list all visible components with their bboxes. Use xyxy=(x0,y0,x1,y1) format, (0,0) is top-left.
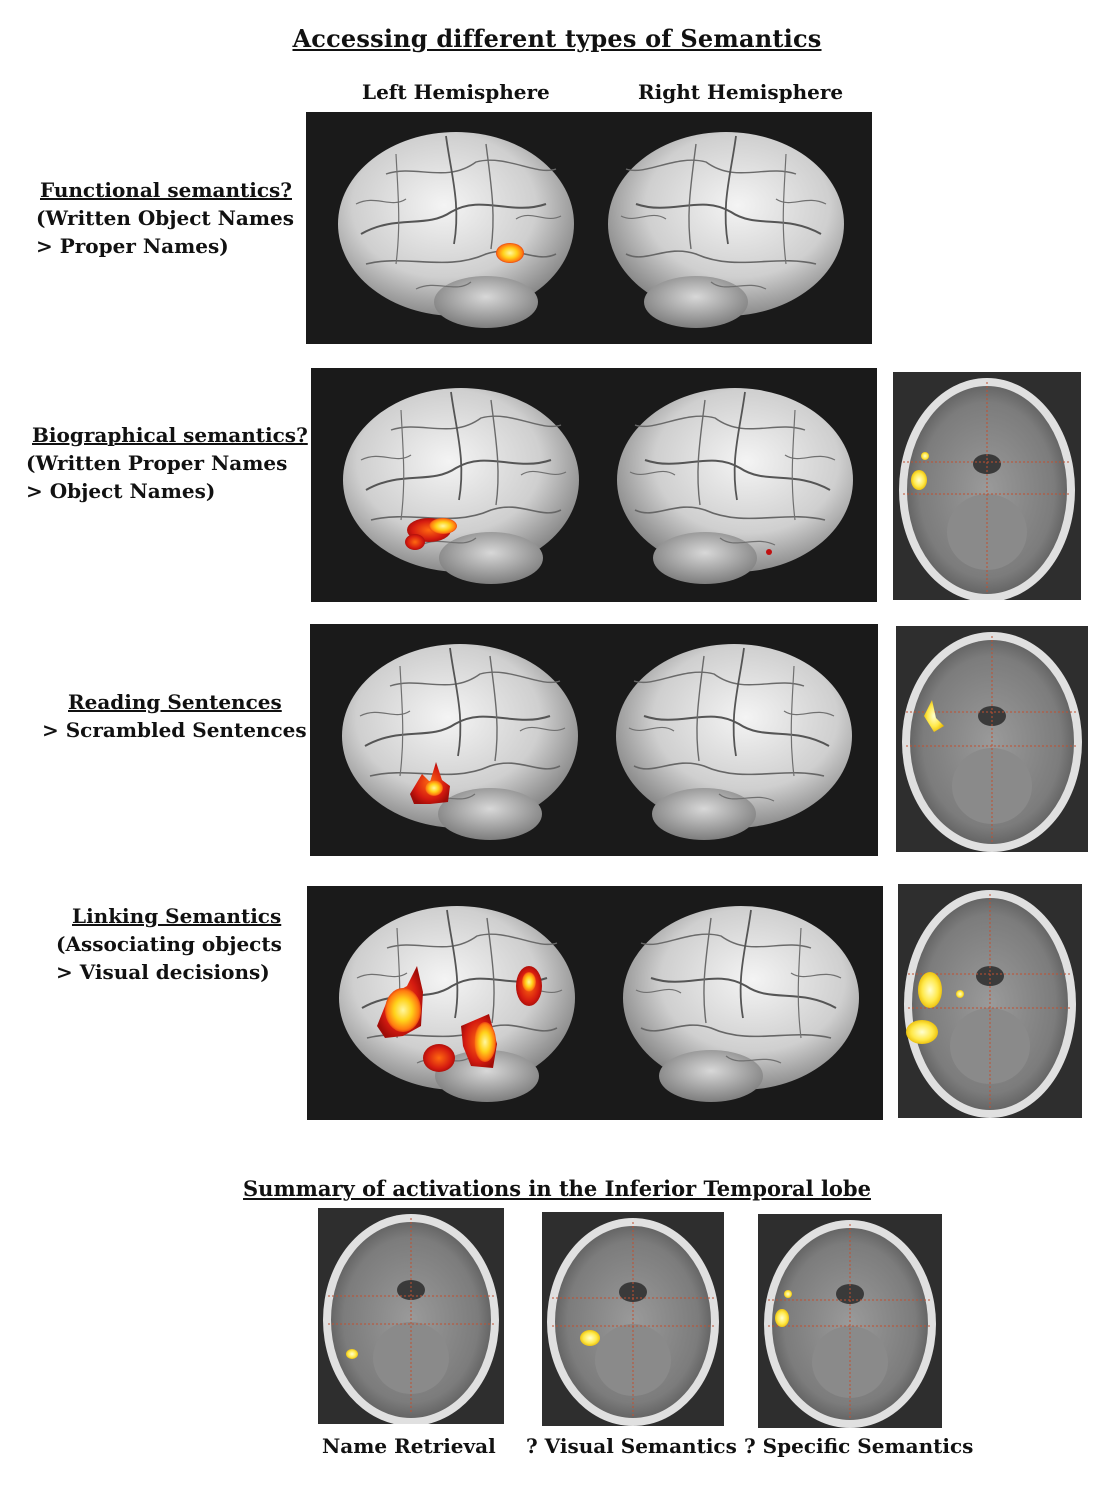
activation-blob xyxy=(784,1290,792,1298)
axial-slice-biographical xyxy=(893,372,1081,600)
activation-blob xyxy=(775,1309,789,1327)
activation-blob xyxy=(906,1020,938,1044)
left-hemisphere-label: Left Hemisphere xyxy=(362,80,550,104)
summary-slice-specific-semantics xyxy=(758,1214,942,1428)
activation-blob xyxy=(924,700,944,732)
row-line: > Scrambled Sentences xyxy=(42,718,307,742)
activation-blob xyxy=(474,1022,496,1062)
activation-blob xyxy=(423,1044,455,1072)
brain-panel-linking xyxy=(307,886,883,1120)
row-label-reading: Reading Sentences > Scrambled Sentences xyxy=(42,688,307,744)
caption-specific-semantics: ? Specific Semantics xyxy=(744,1434,974,1458)
brain-panel-functional xyxy=(306,112,872,344)
row-label-functional: Functional semantics? (Written Object Na… xyxy=(36,176,294,260)
right-hemisphere-label: Right Hemisphere xyxy=(638,80,844,104)
row-line: (Written Object Names xyxy=(36,206,294,230)
summary-title: Summary of activations in the Inferior T… xyxy=(243,1176,871,1201)
row-line: > Proper Names) xyxy=(36,234,229,258)
activation-blob xyxy=(522,972,536,992)
activation-blob xyxy=(911,470,927,490)
activation-blob xyxy=(425,780,443,796)
brain-panel-biographical xyxy=(311,368,877,602)
activation-blob xyxy=(921,452,929,460)
activation-blob xyxy=(346,1349,358,1359)
row-heading: Biographical semantics? xyxy=(32,423,308,447)
row-line: > Object Names) xyxy=(26,479,216,503)
summary-slice-visual-semantics xyxy=(542,1212,724,1426)
activation-blob xyxy=(405,534,425,550)
caption-visual-semantics: ? Visual Semantics xyxy=(526,1434,737,1458)
activation-blob xyxy=(956,990,964,998)
activation-blob xyxy=(429,518,457,534)
brain-panel-reading xyxy=(310,624,878,856)
row-line: (Associating objects xyxy=(56,932,282,956)
activation-blob xyxy=(766,549,772,555)
row-label-biographical: Biographical semantics? (Written Proper … xyxy=(26,421,308,505)
figure-title: Accessing different types of Semantics xyxy=(292,24,822,53)
row-heading: Reading Sentences xyxy=(68,690,282,714)
axial-slice-linking xyxy=(898,884,1082,1118)
row-line: > Visual decisions) xyxy=(56,960,270,984)
row-label-linking: Linking Semantics (Associating objects >… xyxy=(56,902,282,986)
row-heading: Linking Semantics xyxy=(72,904,282,928)
activation-blob xyxy=(496,243,524,263)
axial-slice-reading xyxy=(896,626,1088,852)
row-heading: Functional semantics? xyxy=(40,178,292,202)
activation-blob xyxy=(385,988,421,1032)
activation-blob xyxy=(918,972,942,1008)
summary-slice-name-retrieval xyxy=(318,1208,504,1424)
row-line: (Written Proper Names xyxy=(26,451,288,475)
caption-name-retrieval: Name Retrieval xyxy=(322,1434,496,1458)
activation-blob xyxy=(580,1330,600,1346)
